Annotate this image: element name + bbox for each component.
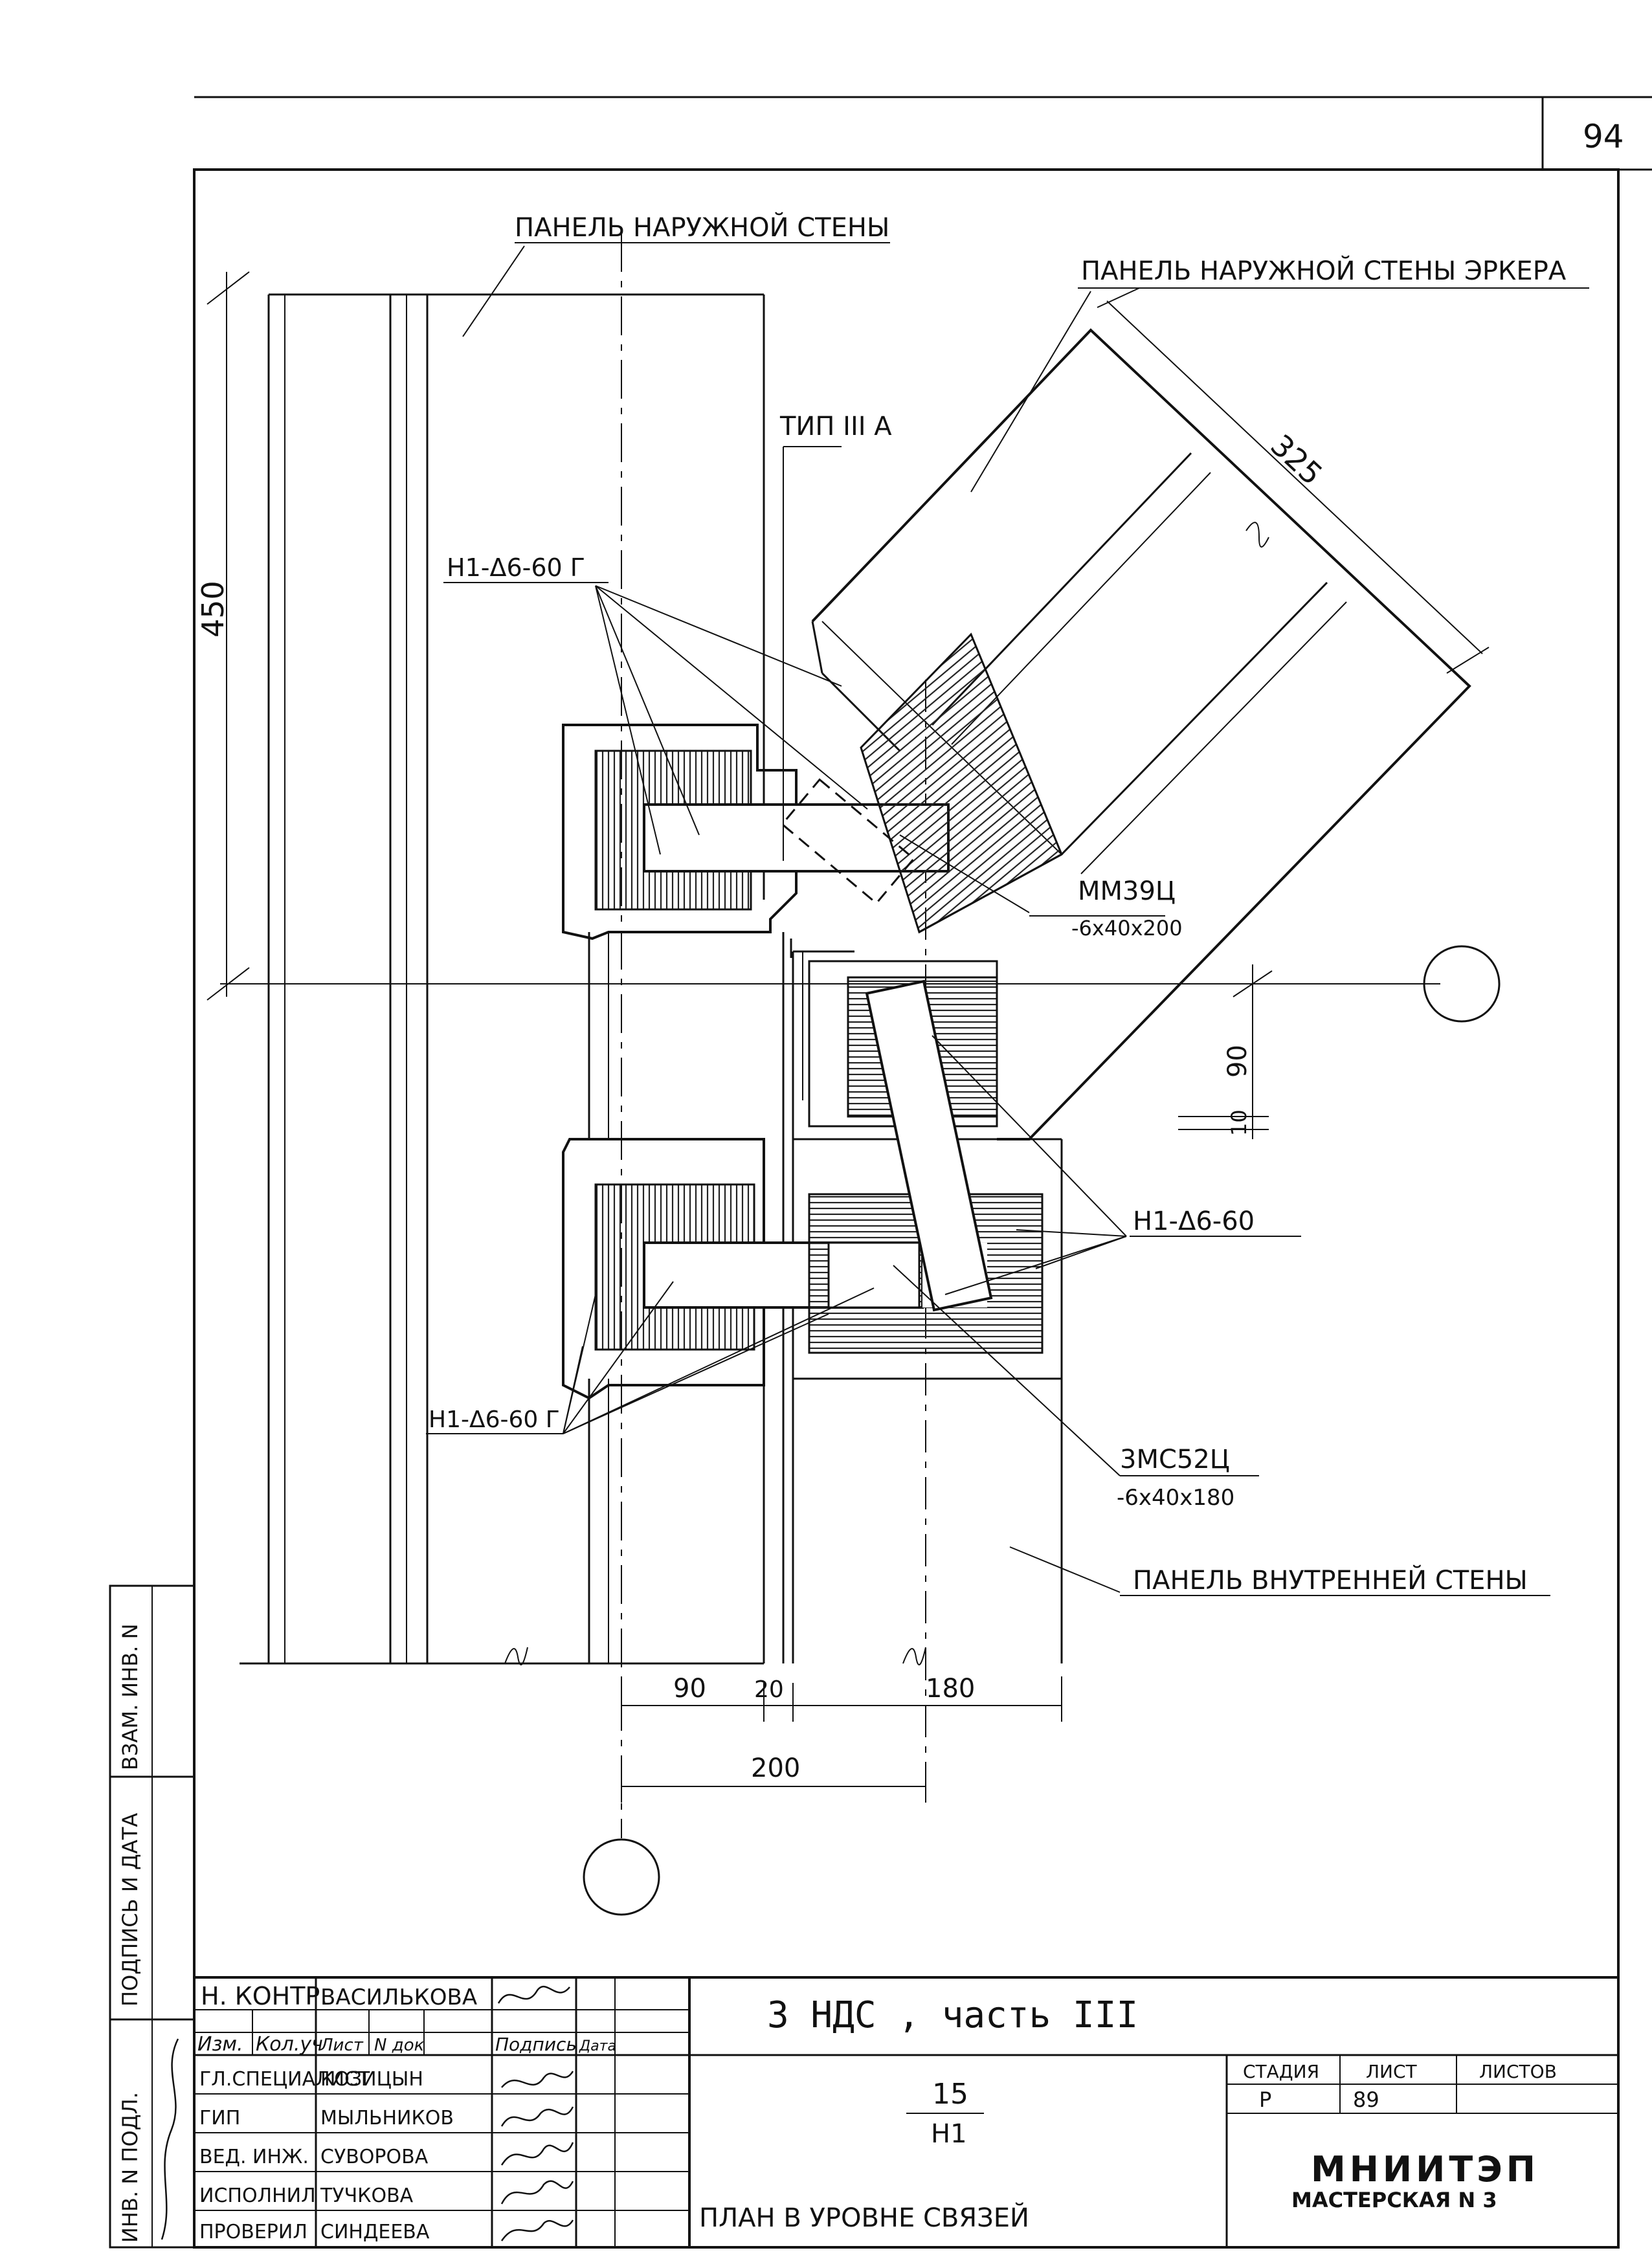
dim-90-text: 90 <box>673 1674 706 1704</box>
label-weld-top: Н1-Δ6-60 Г <box>447 553 585 582</box>
sheet-value: 89 <box>1353 2087 1379 2112</box>
header-izm: Изм. <box>197 2033 243 2056</box>
role-4: ПРОВЕРИЛ <box>199 2221 307 2243</box>
bay-wall-panel-drawing <box>811 328 1471 1140</box>
dim-10-text: 10 <box>1227 1109 1251 1136</box>
label-outer-wall-panel: ПАНЕЛЬ НАРУЖНОЙ СТЕНЫ <box>515 212 889 243</box>
dim-450-text: 450 <box>195 581 230 638</box>
break-mark-bay <box>1245 522 1269 548</box>
org-workshop: МАСТЕРСКАЯ N 3 <box>1291 2188 1497 2212</box>
break-mark-right <box>902 1647 926 1665</box>
dim-200-text: 200 <box>751 1753 800 1783</box>
sheet-label: ЛИСТ <box>1366 2061 1418 2082</box>
role-3: ИСПОЛНИЛ <box>199 2185 316 2207</box>
sheets-label: ЛИСТОВ <box>1479 2061 1557 2082</box>
drawing-frame <box>193 168 1620 2249</box>
node-code: Н1 <box>931 2119 967 2149</box>
project-title: 3 НДС , часть III <box>767 1994 1138 2036</box>
axis-lines <box>220 233 1440 1838</box>
name-1: МЫЛЬНИКОВ <box>320 2107 454 2129</box>
role-2: ВЕД. ИНЖ. <box>199 2146 309 2168</box>
header-n-dok: N док <box>374 2036 425 2055</box>
break-mark-left <box>504 1647 528 1665</box>
n-kontr-role: Н. КОНТР. <box>201 1982 328 2010</box>
side-label-inv-podl: ИНВ. N ПОДЛ. <box>118 2092 142 2243</box>
role-0: ГЛ.СПЕЦИАЛИСТ <box>199 2068 370 2091</box>
header-list: Лист <box>320 2036 364 2055</box>
label-type: ТИП III А <box>779 412 892 441</box>
label-bay-wall-panel: ПАНЕЛЬ НАРУЖНОЙ СТЕНЫ ЭРКЕРА <box>1081 255 1567 286</box>
outer-wall-panel-drawing <box>240 293 765 1665</box>
name-0: КОЗИЦЫН <box>320 2068 423 2091</box>
name-3: ТУЧКОВА <box>320 2185 414 2207</box>
dim-325-text: 325 <box>1264 428 1329 492</box>
sheet-number: 94 <box>1583 118 1624 155</box>
drawing-title: ПЛАН В УРОВНЕ СВЯЗЕЙ <box>699 2202 1029 2233</box>
n-kontr-name: ВАСИЛЬКОВА <box>320 1984 477 2010</box>
header-data: Дата <box>579 2038 616 2054</box>
stage-label: СТАДИЯ <box>1243 2061 1319 2082</box>
leader-lines <box>462 245 1165 1593</box>
axis-bubble-bottom <box>583 1838 660 1916</box>
dim-20-text: 20 <box>754 1676 784 1703</box>
name-2: СУВОРОВА <box>320 2146 429 2168</box>
dimension-90-10-vertical: 90 10 <box>1178 964 1273 1139</box>
label-inner-wall-panel: ПАНЕЛЬ ВНУТРЕННЕЙ СТЕНЫ <box>1133 1564 1528 1595</box>
org-name: МНИИТЭП <box>1311 2149 1539 2190</box>
side-signature <box>161 2038 179 2240</box>
label-mm39: ММ39Ц <box>1078 876 1176 906</box>
dim-90-vertical-text: 90 <box>1223 1045 1253 1078</box>
dimension-450: 450 <box>195 271 250 1001</box>
header-podpis: Подпись <box>495 2034 577 2055</box>
dimension-bottom-row: 90 20 180 200 <box>621 1674 1062 1803</box>
label-mc52: 3МС52Ц <box>1120 1445 1230 1474</box>
label-weld-bottom: Н1-Δ6-60 Г <box>429 1406 560 1433</box>
side-stamp: ИНВ. N ПОДЛ. ПОДПИСЬ И ДАТА ВЗАМ. ИНВ. N <box>109 1584 195 2249</box>
axis-bubble-right <box>1423 945 1501 1023</box>
name-4: СИНДЕЕВА <box>320 2221 430 2243</box>
signatures <box>497 1985 574 2241</box>
side-label-podpis-data: ПОДПИСЬ И ДАТА <box>118 1813 142 2007</box>
header-kol-uch: Кол.уч <box>256 2033 323 2056</box>
label-weld-right: Н1-Δ6-60 <box>1133 1206 1255 1236</box>
title-block: Н. КОНТР. ВАСИЛЬКОВА Изм. Кол.уч Лист N … <box>194 1976 1618 2247</box>
steel-plate-mm39 <box>865 979 993 1312</box>
side-label-vzam-inv: ВЗАМ. ИНВ. N <box>118 1623 142 1770</box>
label-mc52-spec: -6x40x180 <box>1117 1485 1234 1511</box>
label-mm39-spec: -6x40x200 <box>1071 916 1183 940</box>
node-number: 15 <box>932 2078 968 2111</box>
role-1: ГИП <box>199 2107 240 2129</box>
dim-180-text: 180 <box>926 1674 975 1704</box>
dimension-325: 325 <box>1097 287 1490 674</box>
stage-value: Р <box>1259 2087 1271 2112</box>
hidden-plate <box>781 778 915 905</box>
